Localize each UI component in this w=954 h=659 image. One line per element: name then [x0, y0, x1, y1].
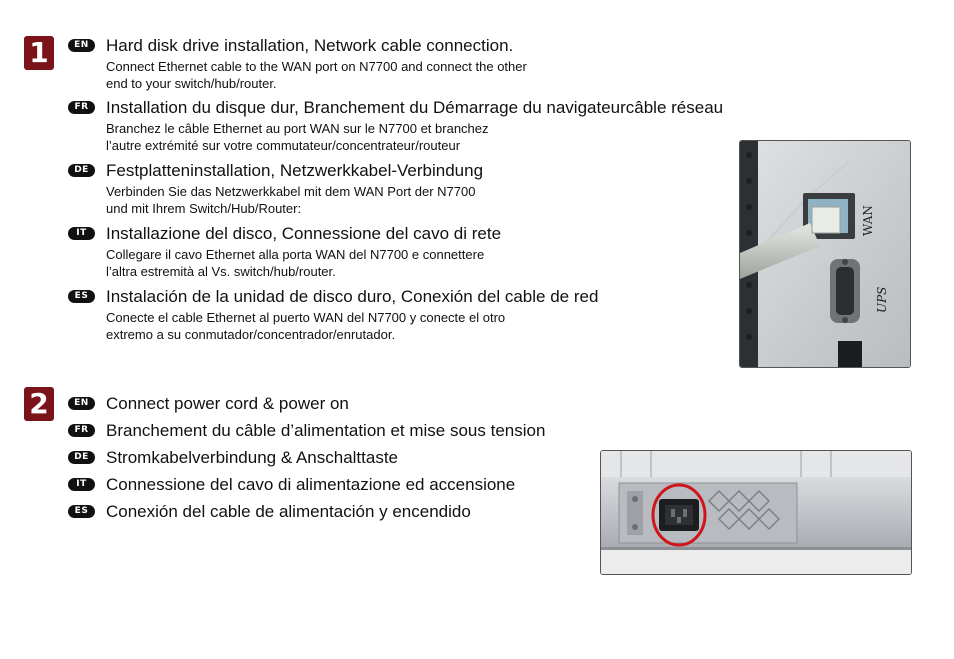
step1-line-fr-2: l’autre extrémité sur votre commutateur/… [106, 138, 461, 153]
lang-badge-es-2: ES [68, 505, 95, 518]
step2-heading-fr: Branchement du câble d’alimentation et m… [106, 421, 546, 440]
step1-line-it-2: l’altra estremità al Vs. switch/hub/rout… [106, 264, 336, 279]
step-number-1: 1 [24, 36, 54, 70]
power-socket-photo [600, 450, 912, 575]
step-number-2: 2 [24, 387, 54, 421]
step1-line-en-2: end to your switch/hub/router. [106, 76, 277, 91]
step1-heading-it: Installazione del disco, Connessione del… [106, 224, 502, 243]
lang-badge-de-2: DE [68, 451, 95, 464]
lang-badge-it: IT [68, 227, 95, 240]
lang-badge-es: ES [68, 290, 95, 303]
power-socket-illustration [601, 451, 911, 574]
wan-port-illustration: WAN UPS [740, 141, 910, 367]
step1-heading-de: Festplatteninstallation, Netzwerkkabel-V… [106, 161, 484, 180]
lang-badge-fr: FR [68, 101, 95, 114]
lang-badge-fr-2: FR [68, 424, 95, 437]
step1-line-de-2: und mit Ihrem Switch/Hub/Router: [106, 201, 302, 216]
ups-label: UPS [875, 287, 889, 313]
step2-heading-en: Connect power cord & power on [106, 394, 349, 413]
step1-line-it-1: Collegare il cavo Ethernet alla porta WA… [106, 247, 485, 262]
wan-label: WAN [861, 205, 875, 236]
lang-badge-de: DE [68, 164, 95, 177]
lang-badge-en: EN [68, 39, 95, 52]
step2-heading-es: Conexión del cable de alimentación y enc… [106, 502, 471, 521]
step1-line-fr-1: Branchez le câble Ethernet au port WAN s… [106, 121, 489, 136]
step2-heading-it: Connessione del cavo di alimentazione ed… [106, 475, 516, 494]
step1-heading-fr: Installation du disque dur, Branchement … [106, 98, 724, 117]
step1-line-es-1: Conecte el cable Ethernet al puerto WAN … [106, 310, 506, 325]
step1-line-en-1: Connect Ethernet cable to the WAN port o… [106, 59, 527, 74]
lang-badge-en-2: EN [68, 397, 95, 410]
step2-heading-de: Stromkabelverbindung & Anschalttaste [106, 448, 399, 467]
lang-badge-it-2: IT [68, 478, 95, 491]
wan-port-photo: WAN UPS [739, 140, 911, 368]
step1-line-es-2: extremo a su conmutador/concentrador/enr… [106, 327, 396, 342]
step1-heading-es: Instalación de la unidad de disco duro, … [106, 287, 599, 306]
step1-heading-en: Hard disk drive installation, Network ca… [106, 36, 514, 55]
step1-line-de-1: Verbinden Sie das Netzwerkkabel mit dem … [106, 184, 476, 199]
